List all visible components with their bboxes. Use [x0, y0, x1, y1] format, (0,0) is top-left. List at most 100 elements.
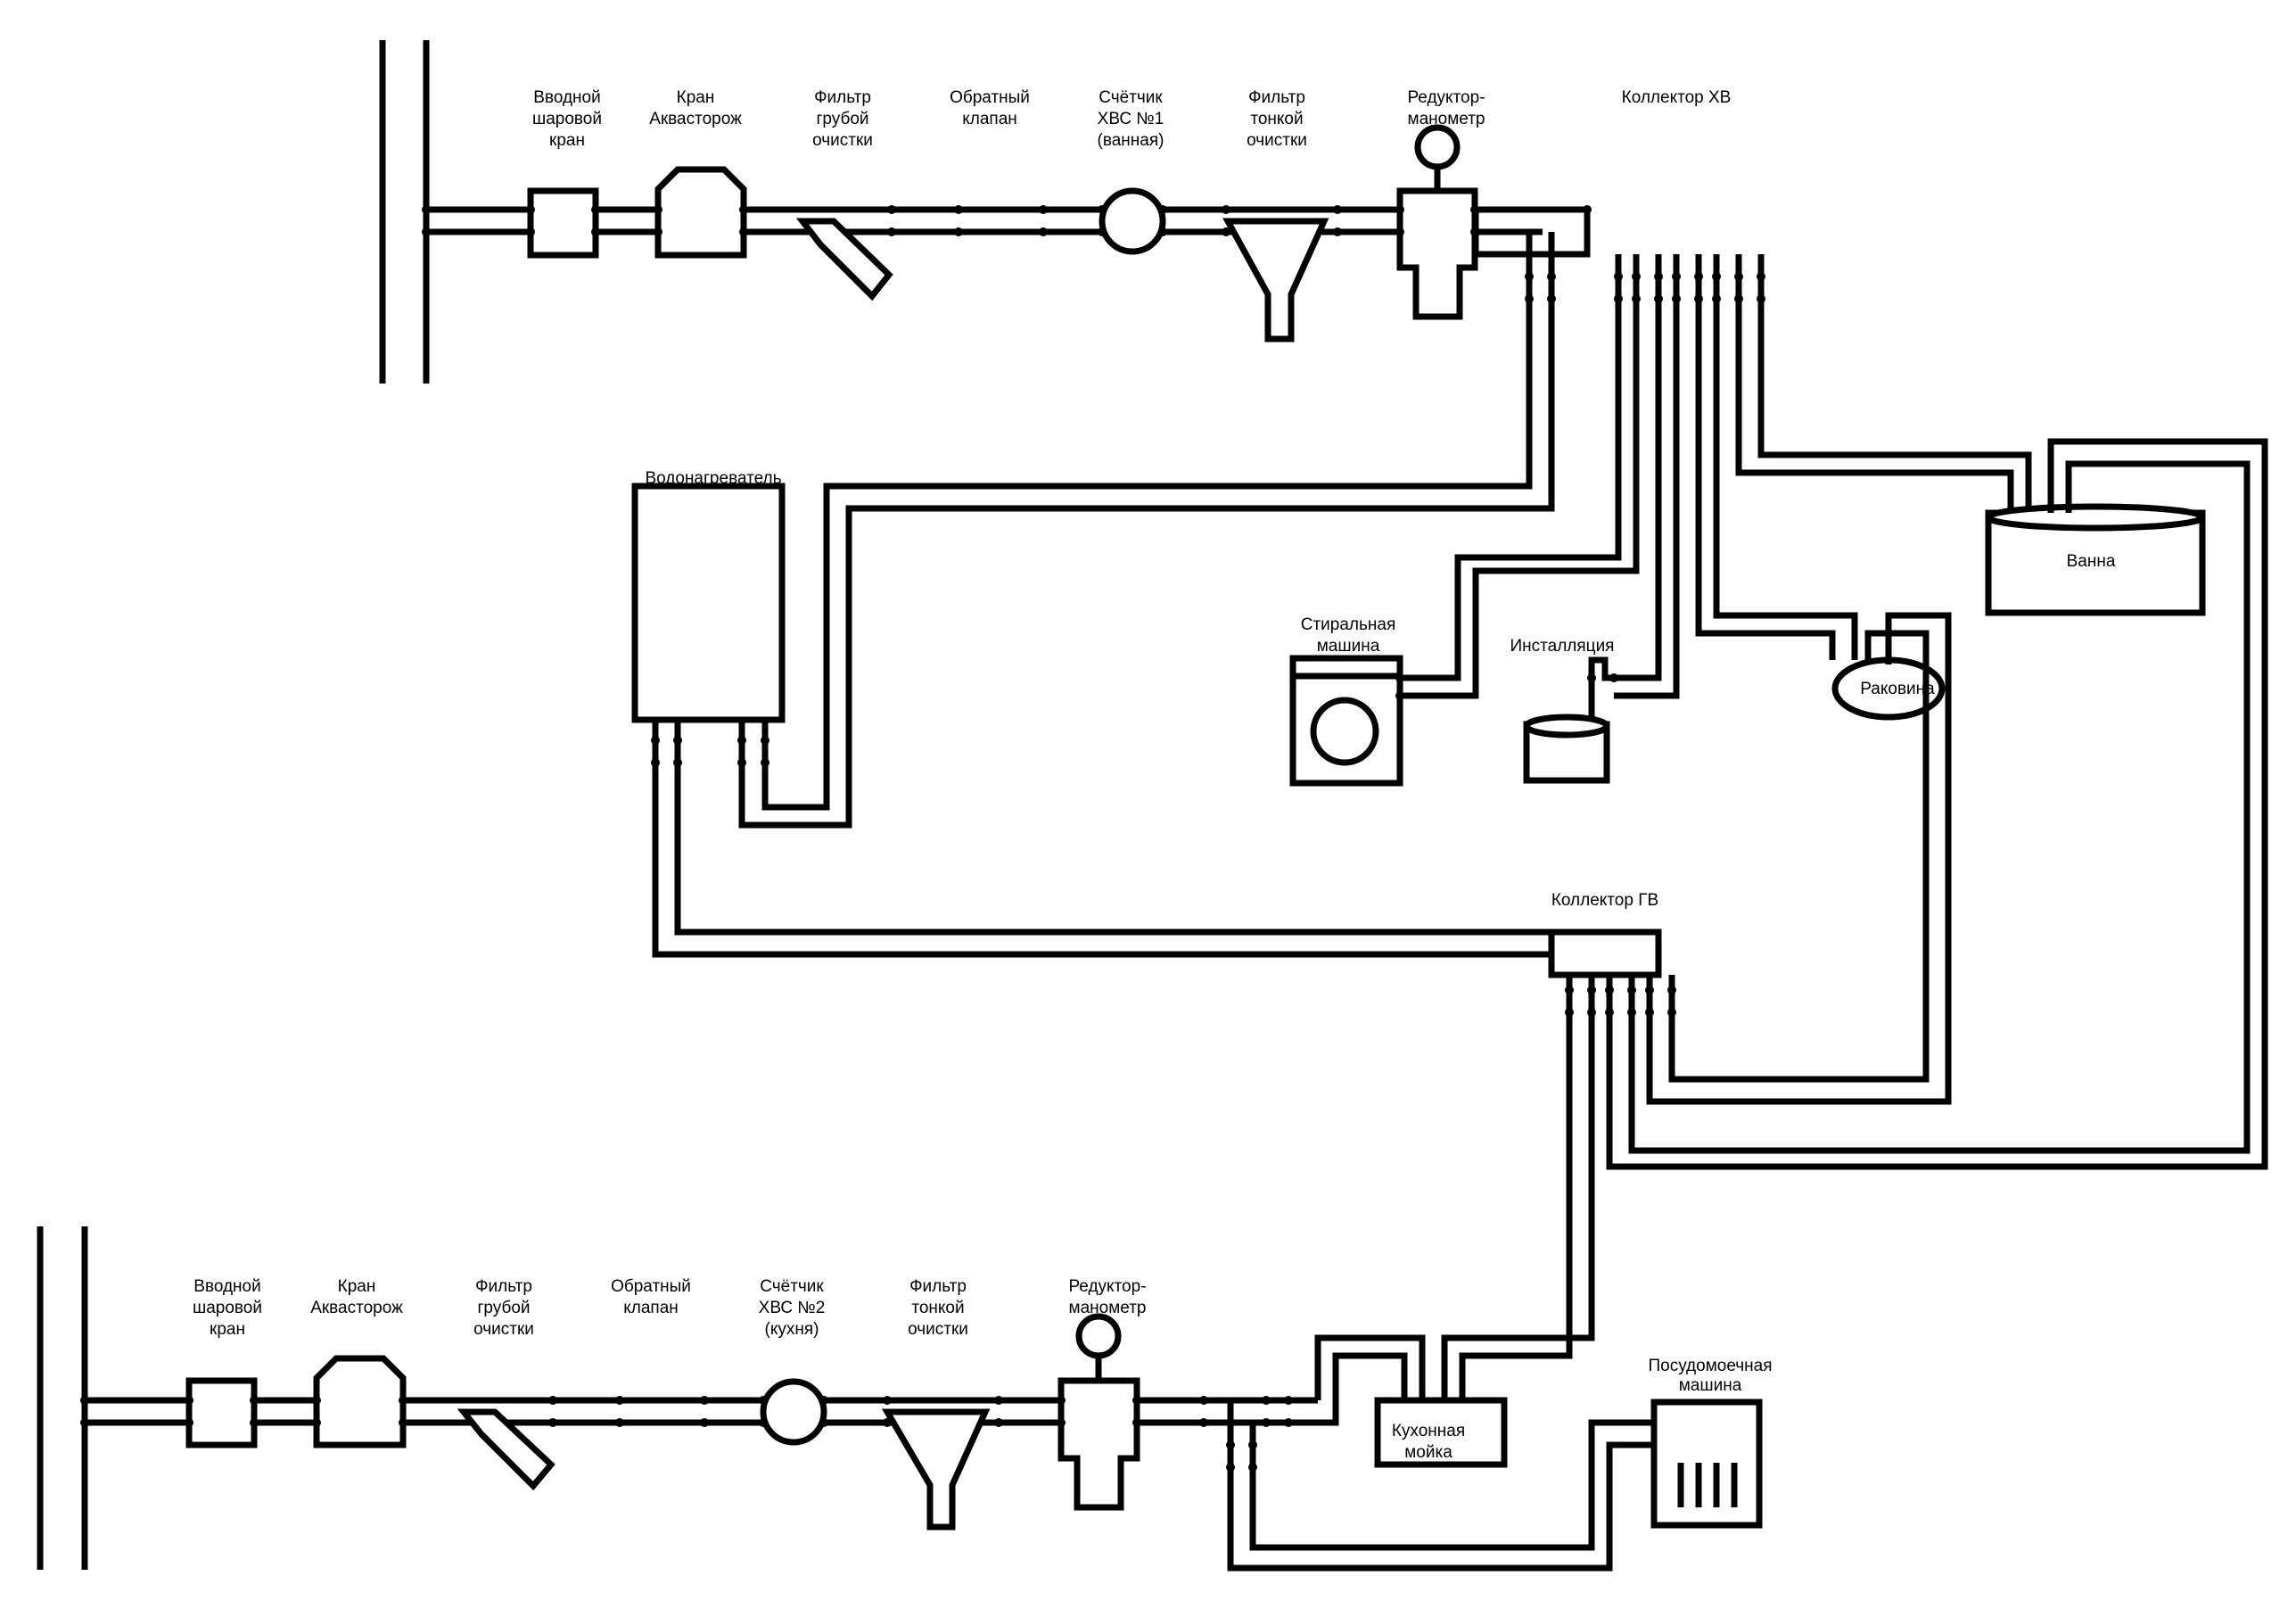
- lower-aquastorozh-valve: [313, 1355, 407, 1448]
- pipe-fitting: [1627, 1008, 1636, 1017]
- pipe-fitting: [1158, 205, 1167, 214]
- pipe-fitting: [1098, 227, 1107, 236]
- pipe-fitting: [1226, 1440, 1235, 1449]
- pipe-fitting: [1395, 205, 1404, 214]
- pipe-fitting: [399, 1418, 407, 1427]
- lower-meter: [760, 1378, 827, 1446]
- hot-pipe-to-kitchen-sink: [1441, 975, 1595, 1400]
- pipe-fitting: [1694, 294, 1703, 303]
- pipe-fitting: [1158, 227, 1167, 236]
- pipe-fitting: [1199, 1396, 1208, 1405]
- hot-water-collector: [1548, 928, 1662, 978]
- pipe-fitting: [673, 758, 682, 767]
- installation-tank: [1523, 714, 1610, 784]
- pipe-fitting: [1248, 1463, 1257, 1472]
- pipe-fitting: [759, 1418, 768, 1427]
- cold-pipe-to-sink: [1695, 254, 1858, 660]
- pipe-fitting: [761, 736, 769, 745]
- pipe-fitting: [1547, 294, 1556, 303]
- lower-ball-valve: [185, 1377, 258, 1448]
- pipe-fitting: [1605, 1008, 1614, 1017]
- upper-reducer-gauge: [1396, 124, 1478, 320]
- pipe-fitting: [1587, 986, 1596, 994]
- pipe-fitting: [1525, 294, 1534, 303]
- upper-reducer-label: Редуктор-манометр: [1407, 88, 1485, 128]
- pipe-fitting: [737, 758, 746, 767]
- pipe-fitting: [1262, 1418, 1271, 1427]
- kitchen-sink: [1374, 1397, 1508, 1468]
- pipe-fitting: [673, 736, 682, 745]
- pipe-fitting: [737, 736, 746, 745]
- pipe-fitting: [615, 1418, 624, 1427]
- upper-coarse-filter: [795, 218, 893, 301]
- cold-pipe-to-dishwasher: [1227, 1400, 1654, 1572]
- hot-pipe-to-sink: [1646, 612, 1952, 1105]
- pipe-fitting: [591, 205, 600, 214]
- pipe-fitting: [185, 1396, 193, 1405]
- water-heater-label: Водонагреватель: [645, 469, 781, 488]
- pipe-fitting: [1672, 294, 1681, 303]
- pipe-fitting: [1547, 272, 1556, 281]
- upper-riser: [379, 40, 430, 384]
- cold-pipe-to-heater: [738, 232, 1555, 829]
- pipe-fitting: [700, 1418, 709, 1427]
- pipe-fitting: [954, 205, 963, 214]
- pipe-fitting: [1395, 673, 1404, 682]
- pipe-fitting: [1667, 986, 1676, 994]
- cold-pipe-to-kitchen-sink: [1314, 1334, 1426, 1426]
- pipe-fitting: [1395, 227, 1404, 236]
- hot-pipe-to-bath: [1606, 438, 2268, 1170]
- bath-tub: [1985, 503, 2206, 616]
- upper-ball-valve: [527, 187, 599, 259]
- pipe-fitting: [1645, 1008, 1654, 1017]
- pipe-fitting: [312, 1396, 321, 1405]
- pipe-fitting: [1672, 272, 1681, 281]
- pipe-fitting: [654, 227, 662, 236]
- sink-label: Раковина: [1860, 680, 1935, 698]
- pipe-fitting: [887, 205, 896, 214]
- pipe-fitting: [883, 1396, 892, 1405]
- pipe-fitting: [1057, 1418, 1066, 1427]
- pipe-fitting: [739, 205, 748, 214]
- pipe-fitting: [399, 1396, 407, 1405]
- upper-aquastorozh-valve: [654, 166, 747, 259]
- pipe-fitting: [1645, 986, 1654, 994]
- pipe-fitting: [654, 205, 662, 214]
- lower-coarse-filter: [457, 1408, 555, 1491]
- pipe-fitting: [1583, 205, 1592, 214]
- pipe-fitting: [312, 1418, 321, 1427]
- pipe-fitting: [1565, 986, 1574, 994]
- pipe-fitting: [250, 1418, 259, 1427]
- pipe-fitting: [954, 227, 963, 236]
- pipe-fitting: [887, 227, 896, 236]
- pipe-fitting: [591, 227, 600, 236]
- pipe-fitting: [250, 1396, 259, 1405]
- pipe-fitting: [700, 1396, 709, 1405]
- pipe-fitting: [1587, 1008, 1596, 1017]
- pipe-fitting: [1395, 691, 1404, 700]
- installation-label: Инсталляция: [1510, 637, 1615, 656]
- pipe-fitting: [1757, 272, 1765, 281]
- pipe-fitting: [1039, 227, 1048, 236]
- pipe-fitting: [1284, 1396, 1293, 1405]
- pipe-fitting: [1525, 272, 1534, 281]
- upper-meter: [1099, 187, 1166, 255]
- pipe-fitting: [1132, 1418, 1141, 1427]
- pipe-fitting: [1609, 673, 1618, 682]
- pipe-fitting: [548, 1418, 557, 1427]
- pipe-fitting: [1734, 272, 1743, 281]
- pipe-fitting: [422, 227, 431, 236]
